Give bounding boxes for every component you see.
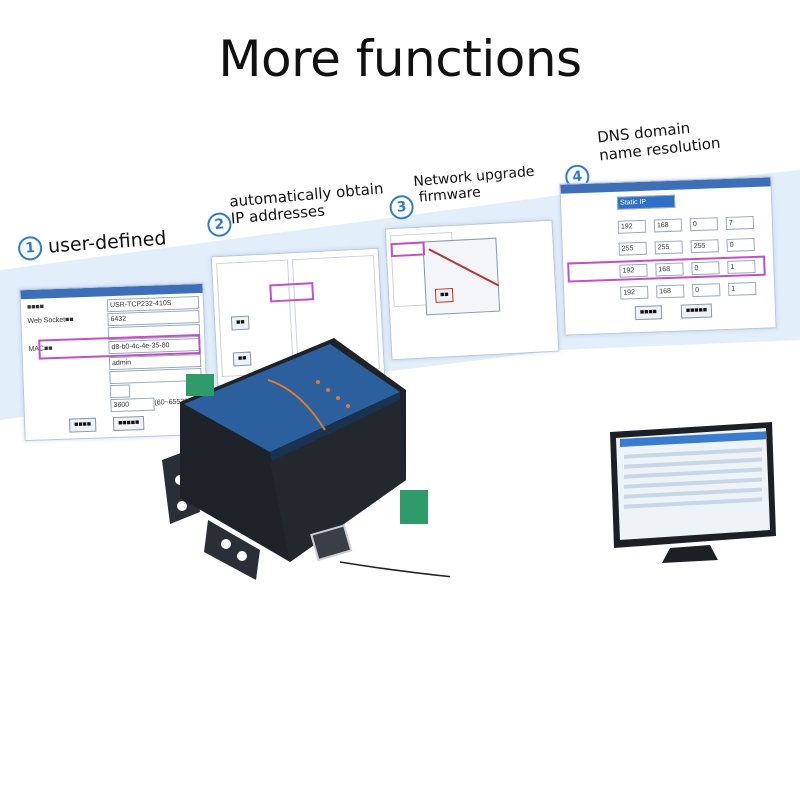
number-icon: 1 bbox=[17, 235, 43, 262]
ip-mode-select[interactable]: Static IP bbox=[616, 194, 676, 210]
mask-field-4[interactable]: 0 bbox=[726, 237, 755, 252]
mask-field-3[interactable]: 255 bbox=[690, 239, 719, 254]
ip-field-1[interactable]: 192 bbox=[617, 219, 647, 234]
settings-panel-4: Static IP 192 168 0 7 255 255 255 0 192 … bbox=[559, 176, 777, 336]
ip-field-2[interactable]: 168 bbox=[653, 218, 683, 233]
highlight-frame bbox=[269, 282, 315, 303]
dns-field-3[interactable]: 0 bbox=[691, 283, 721, 298]
monitor-icon bbox=[610, 422, 776, 563]
settings-panel-3: ■■ bbox=[384, 219, 560, 361]
ip-field-3[interactable]: 0 bbox=[689, 217, 719, 232]
dns-field-1[interactable]: 192 bbox=[620, 285, 649, 300]
panel2-button[interactable]: ■■ bbox=[230, 315, 251, 331]
cancel-button[interactable]: ■■■■■ bbox=[112, 415, 145, 432]
dns-field-4[interactable]: 1 bbox=[727, 281, 757, 296]
highlight-frame bbox=[390, 241, 426, 258]
page-title: More functions bbox=[218, 30, 582, 88]
mask-field-1[interactable]: 255 bbox=[618, 241, 647, 256]
dns-field-2[interactable]: 168 bbox=[656, 284, 685, 299]
device-server bbox=[162, 338, 450, 580]
timeout-field[interactable]: 3600 bbox=[110, 397, 155, 413]
option-checkbox[interactable] bbox=[109, 384, 131, 399]
cancel-button[interactable]: ■■■■■ bbox=[680, 303, 713, 319]
save-button[interactable]: ■■■■ bbox=[634, 305, 663, 321]
mask-field-2[interactable]: 255 bbox=[654, 240, 683, 255]
highlight-frame bbox=[567, 255, 766, 283]
ip-field-4[interactable]: 7 bbox=[725, 215, 755, 230]
save-button[interactable]: ■■■■ bbox=[68, 417, 97, 433]
arrow-icon bbox=[428, 248, 500, 287]
